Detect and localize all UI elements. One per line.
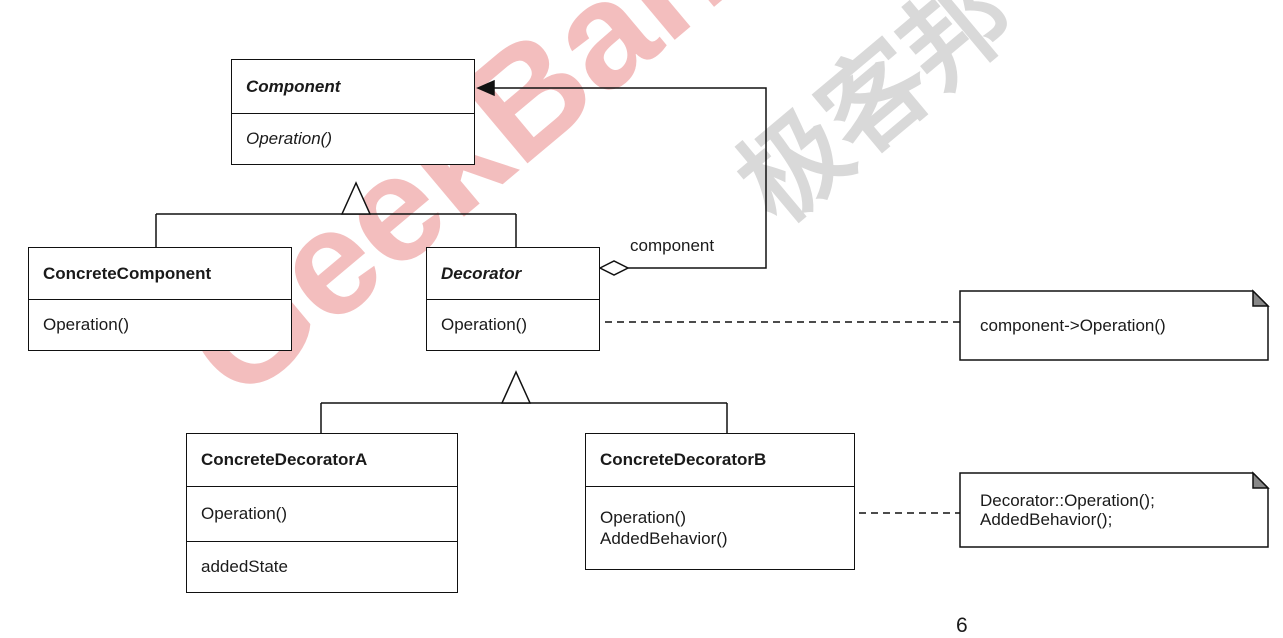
class-component-operation: Operation() xyxy=(232,113,474,163)
class-concrete-component-operation: Operation() xyxy=(29,299,291,349)
note-fold-decorator-b xyxy=(1252,471,1270,489)
class-concrete-decorator-a-name: ConcreteDecoratorA xyxy=(201,450,368,469)
note-decorator-text: component->Operation() xyxy=(980,316,1166,335)
inheritance-triangle-decorator xyxy=(500,370,532,404)
class-decorator: Decorator Operation() xyxy=(426,247,600,351)
class-concrete-decorator-b: ConcreteDecoratorB Operation() AddedBeha… xyxy=(585,433,855,570)
class-concrete-decorator-a: ConcreteDecoratorA Operation() addedStat… xyxy=(186,433,458,593)
note-decorator-b: Decorator::Operation(); AddedBehavior(); xyxy=(962,475,1252,545)
class-component-name: Component xyxy=(246,76,341,96)
aggregation-line xyxy=(494,87,767,269)
class-concrete-decorator-a-operation: Operation() xyxy=(187,486,457,541)
note-decorator-b-line-1: Decorator::Operation(); xyxy=(980,491,1155,510)
class-concrete-decorator-b-operations: Operation() AddedBehavior() xyxy=(586,486,854,568)
class-concrete-component-name: ConcreteComponent xyxy=(43,263,212,283)
page-number: 6 xyxy=(956,614,968,637)
class-concrete-decorator-b-name: ConcreteDecoratorB xyxy=(600,450,767,469)
aggregation-diamond xyxy=(598,260,630,276)
class-concrete-decorator-a-state: addedState xyxy=(187,541,457,591)
class-concrete-component: ConcreteComponent Operation() xyxy=(28,247,292,351)
association-label: component xyxy=(630,236,715,255)
aggregation-arrowhead xyxy=(476,79,495,97)
class-concrete-decorator-b-operation: Operation() xyxy=(600,507,686,527)
note-fold-decorator xyxy=(1252,289,1270,307)
class-component: Component Operation() xyxy=(231,59,475,165)
class-decorator-name: Decorator xyxy=(441,263,522,283)
class-decorator-operation: Operation() xyxy=(427,299,599,349)
class-concrete-decorator-b-added-behavior: AddedBehavior() xyxy=(600,528,728,548)
note-decorator-b-line-2: AddedBehavior(); xyxy=(980,510,1113,529)
inheritance-triangle-component xyxy=(340,181,372,215)
note-decorator: component->Operation() xyxy=(962,293,1252,358)
